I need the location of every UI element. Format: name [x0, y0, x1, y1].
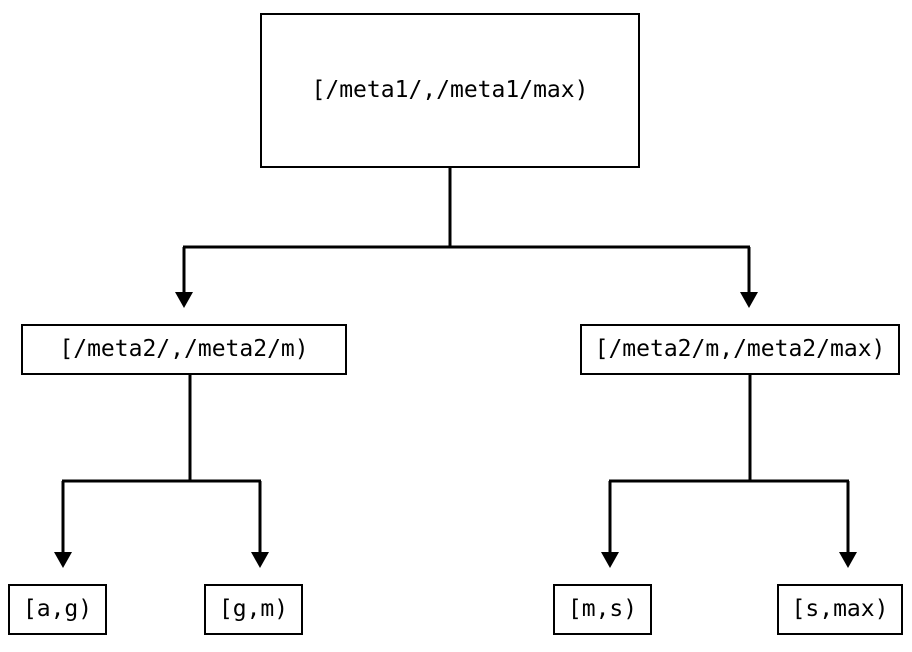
edge-root-to-level2 — [175, 168, 758, 308]
tree-node-leaf-ag-label: [a,g) — [22, 596, 93, 622]
tree-node-leaf-ag[interactable]: [a,g) — [8, 584, 107, 635]
arrowhead-to-leaf-ms — [601, 552, 619, 568]
tree-node-leaf-smax-label: [s,max) — [791, 596, 889, 622]
arrowhead-to-meta2-low — [175, 292, 193, 308]
arrowhead-to-meta2-high — [740, 292, 758, 308]
tree-node-leaf-gm[interactable]: [g,m) — [204, 584, 303, 635]
tree-node-leaf-gm-label: [g,m) — [218, 596, 289, 622]
tree-node-root-label: [/meta1/,/meta1/max) — [311, 77, 589, 103]
tree-node-leaf-ms[interactable]: [m,s) — [553, 584, 652, 635]
tree-node-meta2-high[interactable]: [/meta2/m,/meta2/max) — [580, 324, 900, 375]
tree-node-meta2-low-label: [/meta2/,/meta2/m) — [59, 336, 309, 362]
arrowhead-to-leaf-smax — [839, 552, 857, 568]
arrowhead-to-leaf-gm — [251, 552, 269, 568]
arrowhead-to-leaf-ag — [54, 552, 72, 568]
edge-meta2-high-to-leaves — [601, 375, 857, 568]
tree-node-leaf-ms-label: [m,s) — [567, 596, 638, 622]
tree-node-meta2-high-label: [/meta2/m,/meta2/max) — [594, 336, 886, 362]
tree-node-meta2-low[interactable]: [/meta2/,/meta2/m) — [21, 324, 347, 375]
edge-meta2-low-to-leaves — [54, 375, 269, 568]
tree-node-leaf-smax[interactable]: [s,max) — [777, 584, 903, 635]
tree-node-root[interactable]: [/meta1/,/meta1/max) — [260, 13, 640, 168]
